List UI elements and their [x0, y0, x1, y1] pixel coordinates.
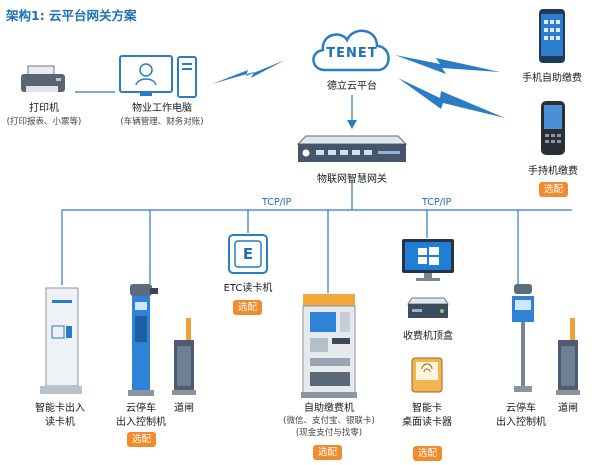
- selfpay-kiosk-icon: [300, 292, 358, 400]
- parking-controller-left-icon: [124, 282, 164, 398]
- printer-sub-label: (打印报表、小票等): [6, 117, 82, 127]
- desk-reader-optional-badge: 选配: [413, 446, 443, 461]
- barrier-right-label: 道闸: [558, 403, 578, 414]
- desk-card-reader-icon: [410, 356, 444, 394]
- mobile-selfpay-label: 手机自助缴费: [522, 73, 582, 84]
- printer-icon: [18, 64, 68, 98]
- desk-reader-label-1: 智能卡: [412, 403, 442, 414]
- property-pc-sub-label: (车辆管理、财务对账): [120, 117, 204, 127]
- cloud-platform-label: 德立云平台: [327, 81, 377, 92]
- handheld-terminal-icon: [540, 100, 566, 156]
- selfpay-kiosk-label: 自助缴费机: [304, 403, 354, 414]
- selfpay-kiosk-sub-2: (现金支付与找零): [295, 428, 363, 438]
- protocol-label-right: TCP/IP: [422, 197, 452, 208]
- parking-ctrl-left-optional-badge: 选配: [127, 432, 157, 447]
- etc-reader-label: ETC读卡机: [223, 283, 273, 294]
- smartphone-icon: [538, 8, 566, 64]
- desk-reader-label-2: 桌面读卡器: [402, 417, 452, 428]
- card-io-reader-label-2: 读卡机: [45, 417, 75, 428]
- computer-icon: [118, 55, 202, 99]
- set-top-box-icon: [404, 296, 452, 324]
- etc-glyph: E: [242, 245, 254, 263]
- selfpay-kiosk-sub-1: (微信、支付宝、银联卡): [283, 416, 375, 426]
- parking-ctrl-left-label-2: 出入控制机: [116, 417, 166, 428]
- card-reader-kiosk-icon: [38, 286, 84, 396]
- barrier-gate-left-icon: [172, 318, 196, 396]
- gateway-icon: [292, 132, 412, 168]
- etc-reader-icon: E: [228, 234, 268, 274]
- barrier-left-label: 道闸: [174, 403, 194, 414]
- selfpay-kiosk-optional-badge: 选配: [313, 445, 343, 460]
- diagram-title: 架构1: 云平台网关方案: [6, 8, 137, 23]
- parking-ctrl-left-label-1: 云停车: [126, 403, 156, 414]
- card-io-reader-label-1: 智能卡出入: [35, 403, 85, 414]
- property-pc-label: 物业工作电脑: [132, 103, 192, 114]
- monitor-icon: [400, 238, 456, 282]
- protocol-label-left: TCP/IP: [262, 197, 292, 208]
- printer-label: 打印机: [29, 103, 59, 114]
- gateway-label: 物联网智慧网关: [317, 174, 387, 185]
- parking-controller-right-icon: [506, 282, 542, 394]
- handheld-optional-badge: 选配: [539, 182, 569, 197]
- barrier-gate-right-icon: [556, 318, 580, 396]
- cloud-logo-text: TENET: [326, 46, 378, 61]
- handheld-label: 手持机缴费: [528, 166, 578, 177]
- etc-reader-optional-badge: 选配: [233, 300, 263, 315]
- fee-box-label: 收费机顶盒: [403, 331, 453, 342]
- parking-ctrl-right-label-1: 云停车: [506, 403, 536, 414]
- cloud-platform: TENET: [307, 20, 397, 80]
- parking-ctrl-right-label-2: 出入控制机: [496, 417, 546, 428]
- cloud-icon: [312, 29, 390, 72]
